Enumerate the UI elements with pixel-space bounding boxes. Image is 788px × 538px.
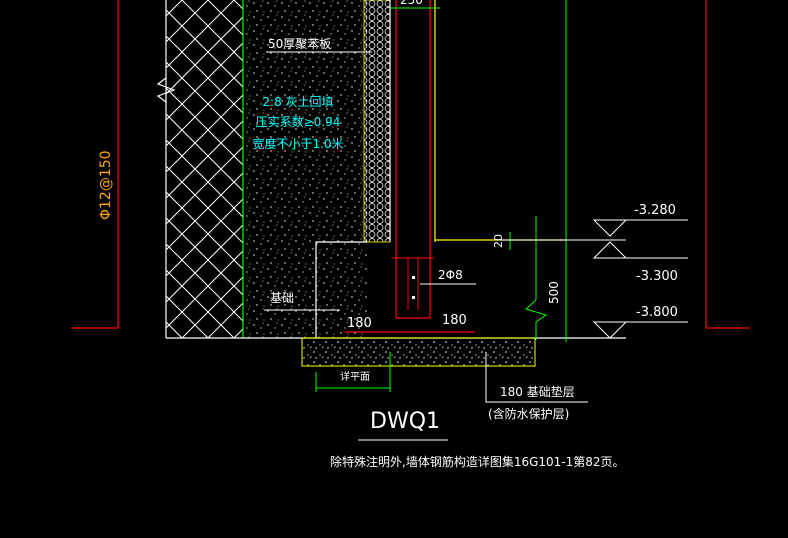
- dim-20-label: 20: [492, 234, 505, 248]
- rebar-spacing-label: Φ12@150: [98, 150, 114, 220]
- backfill-zone: [243, 0, 367, 338]
- elevation-mark-2: [592, 241, 688, 259]
- backfill-text-3: 宽度不小于1.0米: [252, 136, 343, 151]
- pad-width-label: 详平面: [340, 370, 370, 383]
- backfill-text-2: 压实系数≥0.94: [256, 114, 341, 129]
- drawing-title: DWQ1: [370, 409, 440, 434]
- elevation-label-2: -3.300: [636, 269, 678, 284]
- cushion-label-2: (含防水保护层): [488, 406, 569, 421]
- soil-hatch-zone: [156, 0, 243, 338]
- drawing-note: 除特殊注明外,墙体钢筋构造详图集16G101-1第82页。: [330, 454, 625, 469]
- elevation-mark-3: [592, 321, 688, 339]
- backfill-text-1: 2:8 灰土回填: [262, 95, 333, 109]
- frame-left-red: [72, 0, 119, 329]
- dim-180-left: 180: [347, 316, 372, 331]
- rebar-2phi8-label: 2Φ8: [438, 268, 463, 282]
- cushion-label-1: 180 基础垫层: [500, 384, 575, 399]
- elevation-label-1: -3.280: [634, 203, 676, 218]
- break-line-icon: [156, 77, 176, 103]
- elevation-label-3: -3.800: [636, 305, 678, 320]
- cushion-leader: [485, 352, 588, 403]
- concrete-wall: [389, 0, 436, 318]
- insulation-label: 50厚聚苯板: [268, 37, 331, 51]
- foundation-cushion-layer: [301, 337, 536, 367]
- elevation-mark-1: [566, 219, 688, 241]
- dim-top-label: 250: [400, 0, 423, 7]
- dimension-lines: [315, 0, 567, 392]
- dim-180-right: 180: [442, 313, 467, 328]
- foundation-label: 基础: [270, 291, 294, 305]
- frame-right-red: [705, 0, 750, 329]
- insulation-board: [363, 0, 391, 243]
- dim-500-label: 500: [547, 281, 561, 304]
